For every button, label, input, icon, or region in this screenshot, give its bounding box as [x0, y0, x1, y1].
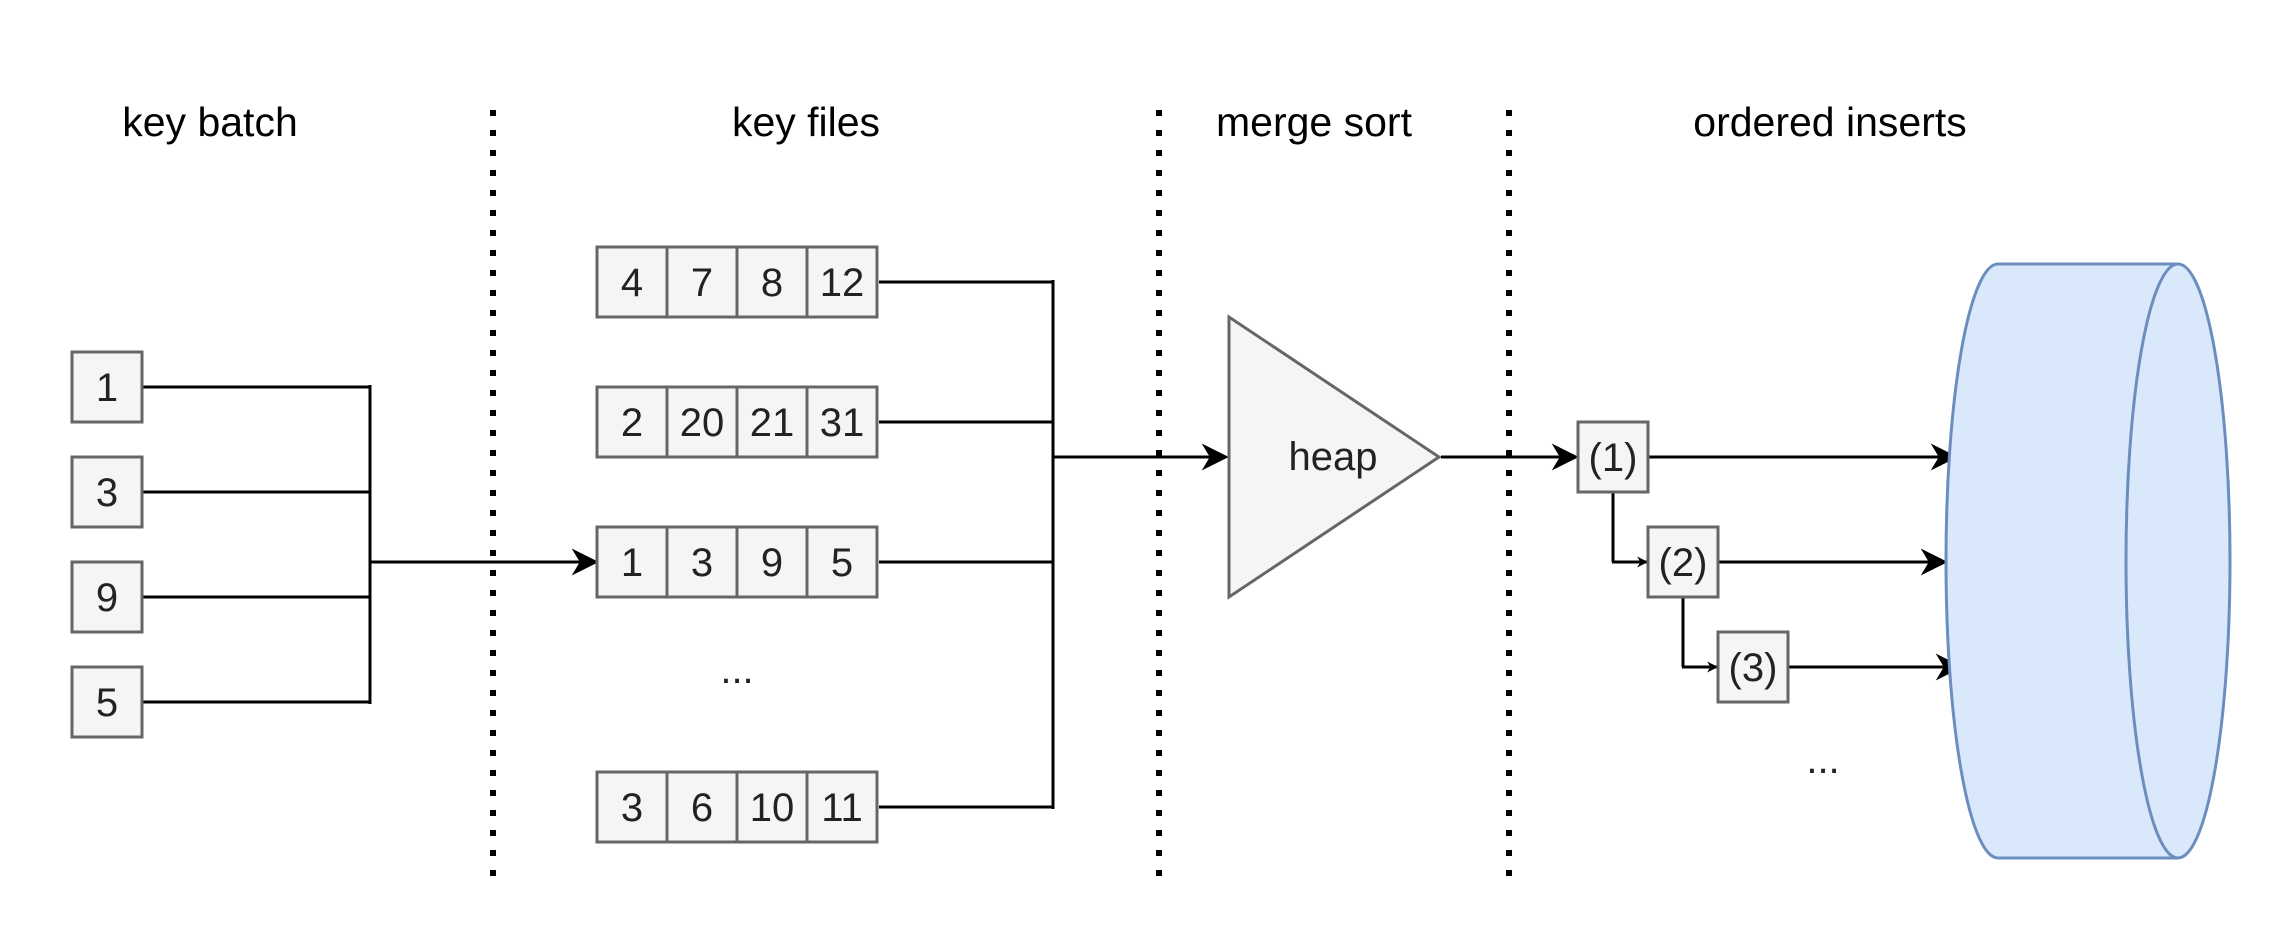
key-file: 2 20 21 31 — [595, 385, 879, 459]
file-key-label: 12 — [820, 261, 865, 305]
file-key-label: 1 — [621, 541, 643, 585]
key-file: 3 6 10 11 — [595, 770, 879, 844]
key-file: 4 7 8 12 — [595, 245, 879, 319]
header-merge-sort: merge sort — [1216, 99, 1413, 145]
batch-key: 1 — [70, 350, 144, 424]
heap: heap — [1227, 314, 1442, 600]
file-key-label: 7 — [691, 261, 713, 305]
insert-box: (2) — [1646, 525, 1720, 599]
heap-label: heap — [1289, 435, 1378, 479]
batch-key: 5 — [70, 665, 144, 739]
batch-key: 9 — [70, 560, 144, 634]
file-key-label: 5 — [831, 541, 853, 585]
insert-label: (2) — [1659, 541, 1708, 585]
file-key-label: 21 — [750, 401, 795, 445]
insert-label: (3) — [1729, 646, 1778, 690]
key-file: 1 3 9 5 — [595, 525, 879, 599]
file-key-label: 3 — [621, 786, 643, 830]
file-key-label: 11 — [821, 786, 863, 830]
file-key-label: 31 — [820, 401, 865, 445]
file-key-label: 10 — [750, 786, 795, 830]
file-key-label: 9 — [761, 541, 783, 585]
insert-box: (3) — [1716, 630, 1790, 704]
file-key-label: 2 — [621, 401, 643, 445]
batch-key-label: 3 — [96, 471, 118, 515]
header-ordered-inserts: ordered inserts — [1693, 99, 1966, 145]
files-ellipsis: ... — [720, 648, 753, 692]
batch-connectors — [143, 385, 599, 704]
batch-key-label: 1 — [96, 366, 118, 410]
file-key-label: 20 — [680, 401, 725, 445]
file-key-label: 4 — [621, 261, 643, 305]
batch-key-label: 5 — [96, 681, 118, 725]
insert-box: (1) — [1576, 420, 1650, 494]
insert-label: (1) — [1589, 436, 1638, 480]
inserts-ellipsis: ... — [1806, 738, 1839, 782]
header-key-batch: key batch — [122, 99, 298, 145]
file-key-label: 6 — [691, 786, 713, 830]
insert-connectors — [1611, 443, 1963, 681]
file-connectors — [879, 280, 1229, 809]
header-key-files: key files — [732, 99, 880, 145]
file-key-label: 8 — [761, 261, 783, 305]
file-key-label: 3 — [691, 541, 713, 585]
database-icon — [1944, 262, 2232, 860]
batch-key-label: 9 — [96, 576, 118, 620]
batch-key: 3 — [70, 455, 144, 529]
